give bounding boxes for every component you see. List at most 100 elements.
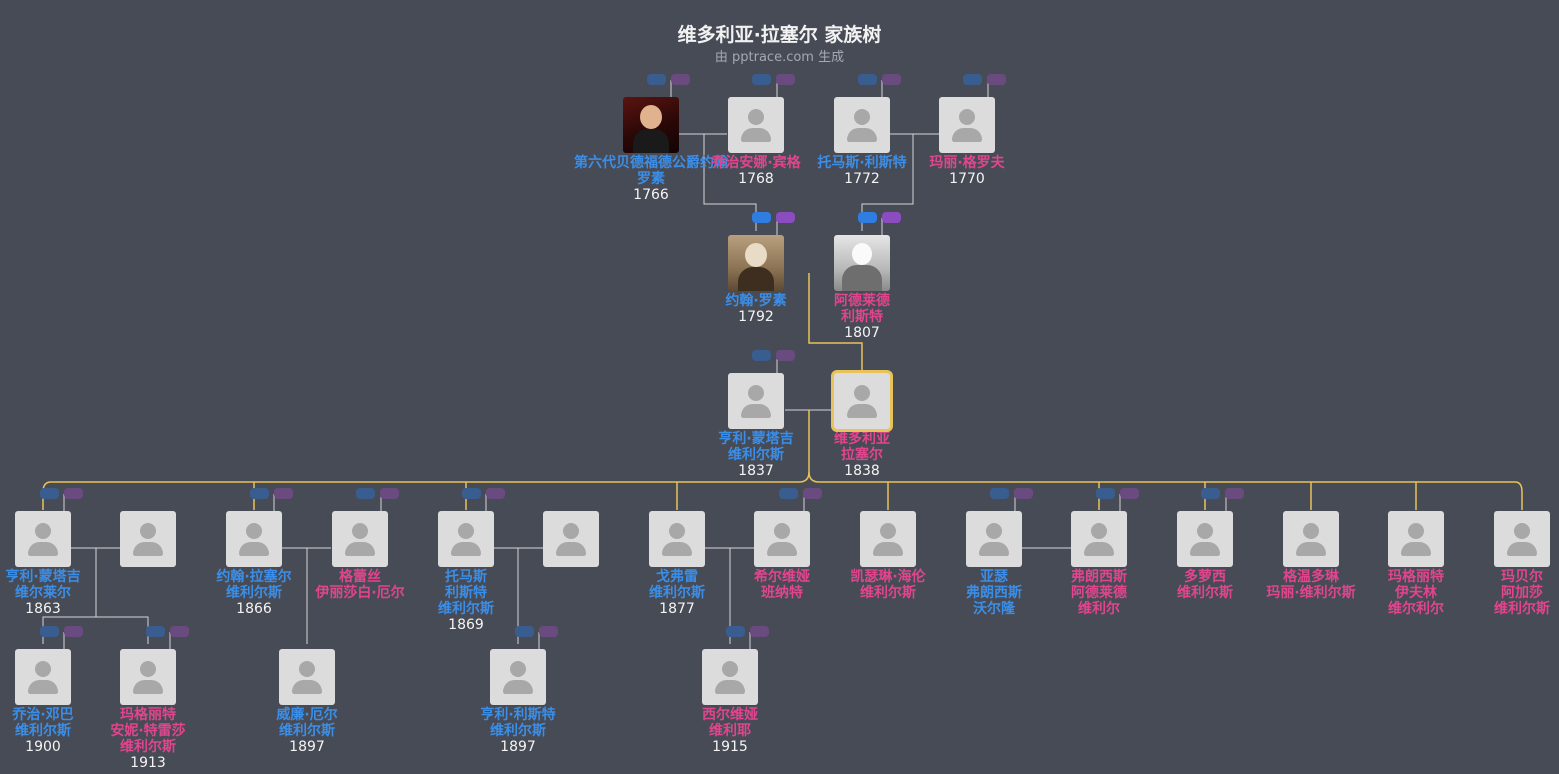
birth-year: 1838	[844, 463, 880, 479]
expand-spouse-button[interactable]	[671, 74, 690, 85]
expand-parents-button[interactable]	[40, 626, 59, 637]
expand-spouse-button[interactable]	[1120, 488, 1139, 499]
avatar-placeholder-icon[interactable]	[939, 97, 995, 153]
avatar-placeholder-icon[interactable]	[1388, 511, 1444, 567]
avatar-placeholder-icon[interactable]	[1494, 511, 1550, 567]
expand-parents-button[interactable]	[462, 488, 481, 499]
avatar-placeholder-icon[interactable]	[834, 373, 890, 429]
avatar-placeholder-icon[interactable]	[15, 649, 71, 705]
avatar-placeholder-icon[interactable]	[860, 511, 916, 567]
person-node[interactable]	[68, 511, 228, 569]
expand-parents-button[interactable]	[515, 626, 534, 637]
expand-spouse-button[interactable]	[1225, 488, 1244, 499]
avatar-placeholder-icon[interactable]	[1283, 511, 1339, 567]
avatar-placeholder-icon[interactable]	[728, 373, 784, 429]
expand-spouse-button[interactable]	[64, 488, 83, 499]
avatar-placeholder-icon[interactable]	[543, 511, 599, 567]
person-node[interactable]: 希尔维娅班纳特	[702, 511, 862, 601]
avatar-placeholder-icon[interactable]	[1177, 511, 1233, 567]
expand-spouse-button[interactable]	[776, 74, 795, 85]
expand-parents-button[interactable]	[146, 626, 165, 637]
expand-spouse-button[interactable]	[486, 488, 505, 499]
person-name-line: 维利尔斯	[120, 739, 176, 755]
expand-parents-button[interactable]	[726, 626, 745, 637]
person-node[interactable]: 玛贝尔阿加莎维利尔斯	[1442, 511, 1559, 617]
expand-spouse-button[interactable]	[750, 626, 769, 637]
expand-parents-button[interactable]	[963, 74, 982, 85]
avatar-placeholder-icon[interactable]	[438, 511, 494, 567]
person-node[interactable]	[491, 511, 651, 569]
person-name-line: 托马斯	[445, 569, 487, 585]
person-node[interactable]: 凯瑟琳·海伦维利尔斯	[808, 511, 968, 601]
avatar-placeholder-icon[interactable]	[490, 649, 546, 705]
person-node[interactable]: 弗朗西斯阿德莱德维利尔	[1019, 511, 1179, 617]
person-node[interactable]: 亚瑟弗朗西斯沃尔隆	[914, 511, 1074, 617]
expand-parents-button[interactable]	[858, 212, 877, 223]
person-name-line: 弗朗西斯	[1071, 569, 1127, 585]
avatar-placeholder-icon[interactable]	[279, 649, 335, 705]
expand-spouse-button[interactable]	[776, 212, 795, 223]
expand-spouse-button[interactable]	[170, 626, 189, 637]
expand-spouse-button[interactable]	[64, 626, 83, 637]
person-node[interactable]: 多萝西维利尔斯	[1125, 511, 1285, 601]
expand-parents-button[interactable]	[990, 488, 1009, 499]
avatar-placeholder-icon[interactable]	[15, 511, 71, 567]
person-name-line: 乔治·邓巴	[12, 707, 74, 723]
avatar-placeholder-icon[interactable]	[332, 511, 388, 567]
portrait-photo[interactable]	[834, 235, 890, 291]
portrait-photo[interactable]	[728, 235, 784, 291]
avatar-placeholder-icon[interactable]	[702, 649, 758, 705]
expand-parents-button[interactable]	[752, 212, 771, 223]
expand-spouse-button[interactable]	[803, 488, 822, 499]
expand-parents-button[interactable]	[1201, 488, 1220, 499]
expand-spouse-button[interactable]	[380, 488, 399, 499]
expand-spouse-button[interactable]	[882, 212, 901, 223]
avatar-placeholder-icon[interactable]	[120, 649, 176, 705]
avatar-placeholder-icon[interactable]	[754, 511, 810, 567]
expand-spouse-button[interactable]	[776, 350, 795, 361]
avatar-placeholder-icon[interactable]	[834, 97, 890, 153]
expand-parents-button[interactable]	[647, 74, 666, 85]
expand-parents-button[interactable]	[752, 74, 771, 85]
expand-parents-button[interactable]	[858, 74, 877, 85]
expand-spouse-button[interactable]	[882, 74, 901, 85]
expand-spouse-button[interactable]	[274, 488, 293, 499]
expand-parents-button[interactable]	[250, 488, 269, 499]
expand-parents-button[interactable]	[779, 488, 798, 499]
avatar-placeholder-icon[interactable]	[649, 511, 705, 567]
portrait-photo[interactable]	[623, 97, 679, 153]
expand-spouse-button[interactable]	[539, 626, 558, 637]
person-node[interactable]: 格蕾丝伊丽莎白·厄尔	[280, 511, 440, 601]
avatar-placeholder-icon[interactable]	[728, 97, 784, 153]
person-node[interactable]: 格温多琳玛丽·维利尔斯	[1231, 511, 1391, 601]
expand-parents-button[interactable]	[752, 350, 771, 361]
avatar-placeholder-icon[interactable]	[1071, 511, 1127, 567]
person-name-line: 利斯特	[841, 309, 883, 325]
expand-parents-button[interactable]	[40, 488, 59, 499]
avatar-placeholder-icon[interactable]	[226, 511, 282, 567]
expand-spouse-button[interactable]	[1014, 488, 1033, 499]
person-node[interactable]: 玛格丽特伊夫林维尔利尔	[1336, 511, 1496, 617]
expand-parents-button[interactable]	[1096, 488, 1115, 499]
expand-spouse-button[interactable]	[987, 74, 1006, 85]
avatar-placeholder-icon[interactable]	[120, 511, 176, 567]
avatar-placeholder-icon[interactable]	[966, 511, 1022, 567]
expand-parents-button[interactable]	[356, 488, 375, 499]
